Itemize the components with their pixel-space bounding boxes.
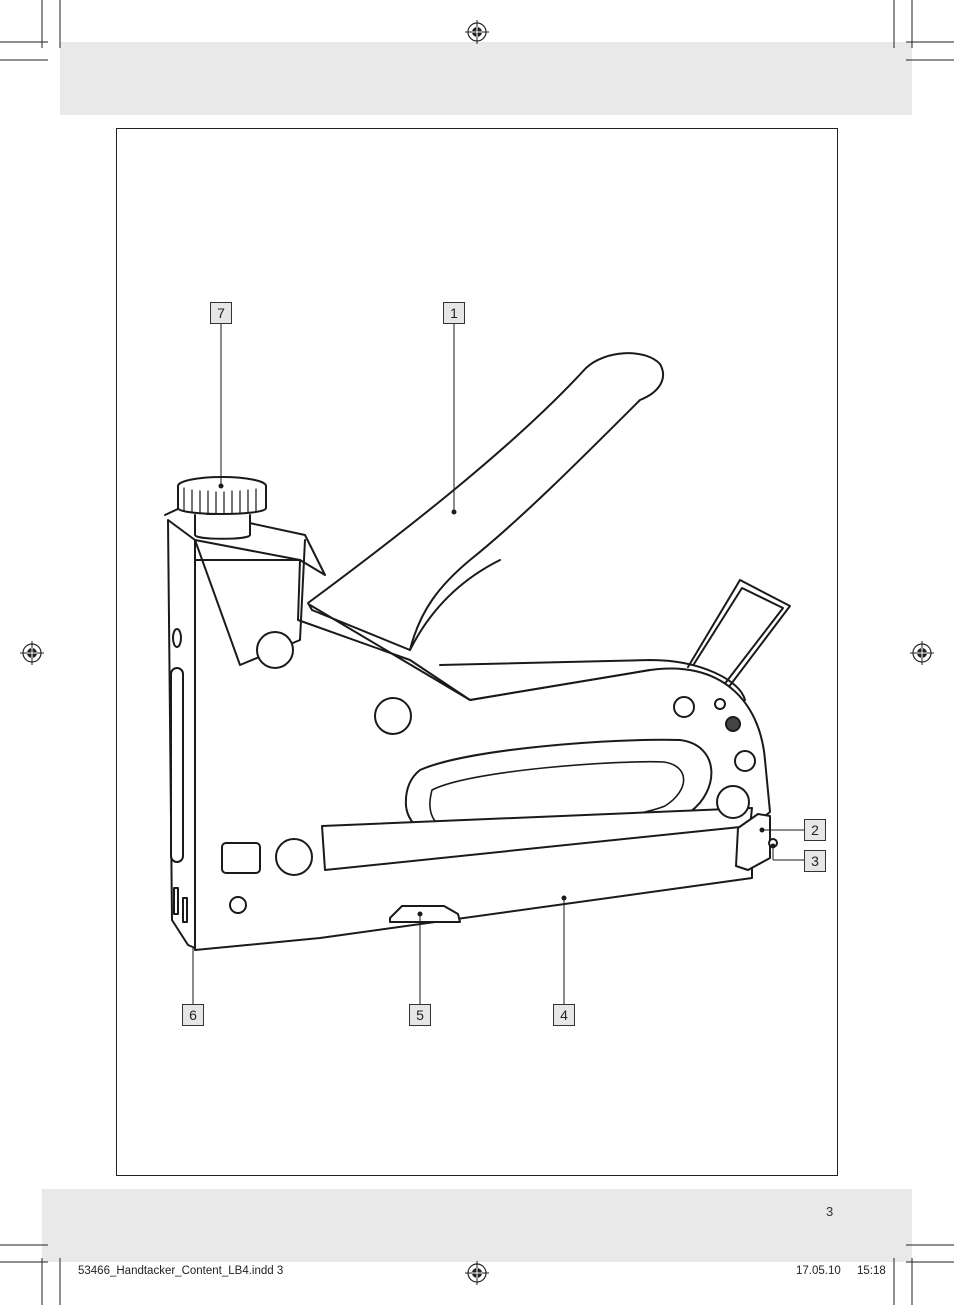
header-band bbox=[60, 42, 912, 115]
spring-wire bbox=[687, 579, 791, 697]
callout-1: 1 bbox=[443, 302, 465, 324]
crosshair-registration-icon bbox=[465, 20, 489, 44]
page-number: 3 bbox=[826, 1204, 834, 1219]
print-slug-filename: 53466_Handtacker_Content_LB4.indd 3 bbox=[78, 1265, 284, 1277]
lever-handle bbox=[307, 352, 665, 651]
figure-frame bbox=[116, 128, 838, 1176]
print-slug-time: 15:18 bbox=[857, 1265, 886, 1277]
crosshair-registration-icon bbox=[20, 641, 44, 665]
print-slug-date: 17.05.10 bbox=[796, 1265, 841, 1277]
callout-2: 2 bbox=[804, 819, 826, 841]
window-slider bbox=[389, 905, 461, 923]
callout-7: 7 bbox=[210, 302, 232, 324]
footer-band bbox=[42, 1189, 912, 1262]
callout-4: 4 bbox=[553, 1004, 575, 1026]
callout-3: 3 bbox=[804, 850, 826, 872]
crosshair-registration-icon bbox=[910, 641, 934, 665]
crosshair-registration-icon bbox=[465, 1261, 489, 1285]
callout-6: 6 bbox=[182, 1004, 204, 1026]
callout-5: 5 bbox=[409, 1004, 431, 1026]
